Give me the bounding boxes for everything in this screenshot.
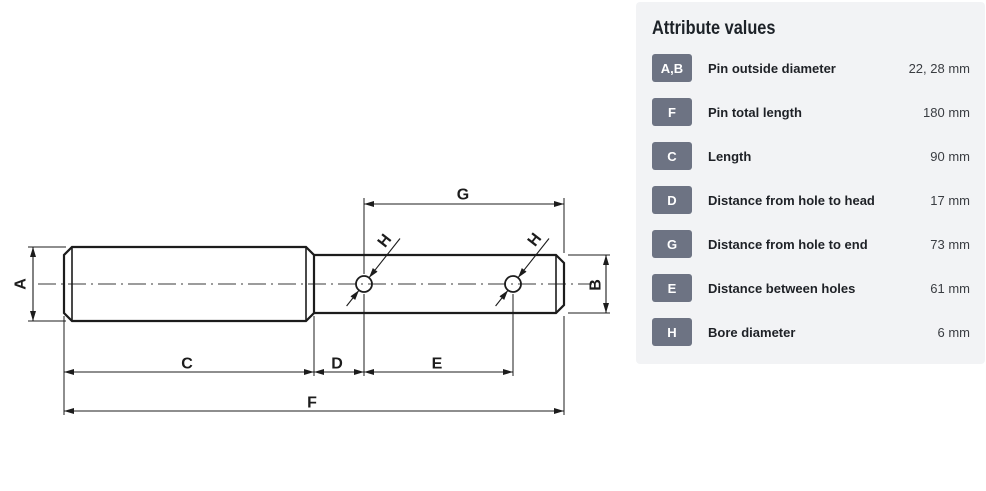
dimension-h-left: H	[346, 231, 401, 307]
dimension-label-b: B	[588, 279, 605, 291]
attribute-label: Length	[708, 148, 752, 164]
leader-line	[346, 289, 360, 307]
attribute-badge: D	[652, 186, 692, 214]
pin-head	[62, 245, 316, 323]
hole-left	[355, 275, 373, 293]
attribute-value: 17 mm	[930, 192, 970, 208]
leader-line	[517, 238, 550, 279]
attribute-row-distance-hole-to-end: G Distance from hole to end 73 mm	[652, 222, 970, 266]
attribute-label: Pin outside diameter	[708, 60, 836, 76]
pin-shaft-outline	[314, 253, 566, 315]
leader-line	[368, 238, 401, 279]
leader-line	[495, 289, 509, 307]
dimension-b: B	[568, 254, 610, 314]
lower-extension-lines	[63, 294, 565, 415]
dimension-label-g: G	[457, 187, 469, 204]
attribute-list: A,B Pin outside diameter 22, 28 mm F Pin…	[652, 46, 970, 354]
pin-technical-drawing: A B G H H	[13, 187, 610, 415]
attribute-value: 90 mm	[930, 148, 970, 164]
attribute-row-distance-between-holes: E Distance between holes 61 mm	[652, 266, 970, 310]
dimension-label-c: C	[181, 356, 193, 373]
attribute-value: 22, 28 mm	[908, 60, 970, 76]
dimension-f: F	[64, 395, 564, 414]
attribute-badge: H	[652, 318, 692, 346]
attribute-row-bore-diameter: H Bore diameter 6 mm	[652, 310, 970, 354]
hole-right	[504, 275, 522, 293]
attribute-value: 180 mm	[923, 104, 970, 120]
pin-shaft	[314, 253, 566, 315]
attribute-badge: C	[652, 142, 692, 170]
dimension-label-d: D	[331, 356, 343, 373]
dimension-g: G	[363, 187, 565, 274]
attribute-values-panel: Attribute values A,B Pin outside diamete…	[636, 2, 985, 364]
dimension-a: A	[13, 246, 66, 322]
dimension-label-a: A	[13, 278, 30, 290]
attribute-label: Pin total length	[708, 104, 802, 120]
dimension-e: E	[364, 356, 513, 375]
dimension-label-e: E	[432, 356, 443, 373]
attribute-badge: A,B	[652, 54, 692, 82]
attribute-label: Bore diameter	[708, 324, 796, 340]
attribute-value: 73 mm	[930, 236, 970, 252]
attribute-badge: G	[652, 230, 692, 258]
attribute-badge: E	[652, 274, 692, 302]
dimension-d: D	[314, 356, 364, 375]
attribute-value: 61 mm	[930, 280, 970, 296]
attribute-label: Distance between holes	[708, 280, 856, 296]
attribute-row-pin-total-length: F Pin total length 180 mm	[652, 90, 970, 134]
attribute-row-distance-hole-to-head: D Distance from hole to head 17 mm	[652, 178, 970, 222]
attribute-value: 6 mm	[937, 324, 971, 340]
attribute-label: Distance from hole to head	[708, 192, 875, 208]
dimension-c: C	[64, 356, 314, 375]
dimension-label-f: F	[307, 395, 317, 412]
attribute-badge: F	[652, 98, 692, 126]
attribute-label: Distance from hole to end	[708, 236, 868, 252]
panel-title: Attribute values	[652, 18, 776, 39]
attribute-row-pin-outside-diameter: A,B Pin outside diameter 22, 28 mm	[652, 46, 970, 90]
attribute-row-length: C Length 90 mm	[652, 134, 970, 178]
dimension-h-right: H	[495, 230, 550, 307]
